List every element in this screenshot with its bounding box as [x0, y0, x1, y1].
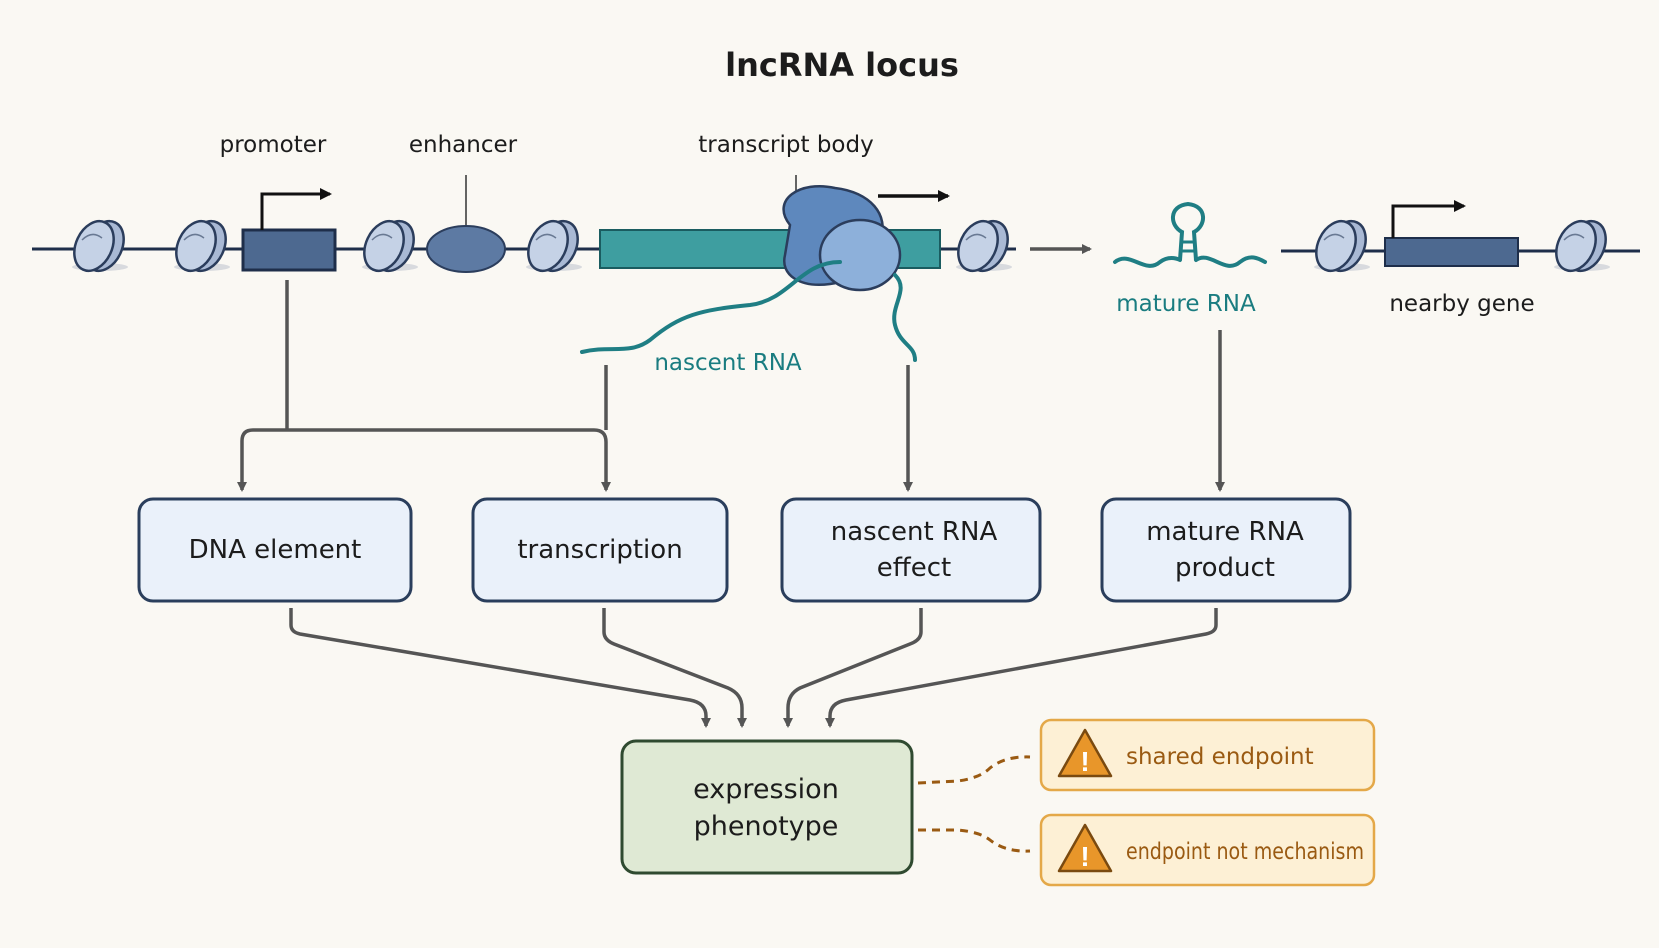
enhancer-element [426, 225, 506, 273]
svg-text:!: ! [1080, 841, 1089, 872]
nucleosome [65, 213, 133, 279]
promoter-label: promoter [220, 132, 327, 158]
warning-icon: ! [1057, 823, 1113, 873]
mature-rna-label: mature RNA [1116, 291, 1256, 317]
mature-rna-product-box: mature RNA product [1100, 497, 1352, 603]
nucleosome [949, 213, 1017, 279]
nascent-rna-effect-label-line2: effect [877, 553, 951, 583]
enhancer-label: enhancer [409, 132, 518, 158]
dna-element-box: DNA element [137, 497, 413, 603]
warning-callout-endpoint-not-mechanism: ! endpoint not mechanism [1039, 813, 1376, 887]
transcription-label: transcription [517, 535, 682, 565]
nucleosome [1547, 213, 1615, 279]
warning-text: endpoint not mechanism [1126, 839, 1364, 865]
transcript-body-label: transcript body [698, 132, 873, 158]
mature-rna-hairpin [1113, 201, 1267, 268]
nucleosome [519, 213, 587, 279]
transcription-box: transcription [471, 497, 729, 603]
phenotype-label-line1: expression [693, 774, 839, 805]
warning-icon: ! [1057, 728, 1113, 778]
promoter-box [241, 228, 337, 272]
warning-callout-shared-endpoint: ! shared endpoint [1039, 718, 1376, 792]
nascent-rna-effect-box: nascent RNA effect [780, 497, 1042, 603]
dna-element-label: DNA element [189, 535, 362, 565]
expression-phenotype-box: expression phenotype [620, 739, 914, 875]
diagram-title: lncRNA locus [725, 46, 959, 84]
nearby-gene-tss-arrow [1391, 200, 1466, 238]
mechanism-connectors [237, 280, 1225, 492]
phenotype-label-line2: phenotype [694, 811, 839, 842]
mature-rna-product-label-line1: mature RNA [1146, 517, 1304, 547]
warning-connector [917, 755, 1031, 785]
nucleosome [167, 213, 235, 279]
nucleosome [355, 213, 423, 279]
rna-polymerase [782, 185, 902, 292]
warning-text: shared endpoint [1126, 744, 1314, 770]
phenotype-connectors [289, 608, 1218, 728]
nearby-gene-box [1384, 237, 1519, 267]
nascent-rna-strand [892, 273, 917, 362]
promoter-tss-arrow [260, 188, 332, 230]
nearby-gene-label: nearby gene [1389, 291, 1534, 317]
nascent-rna-label: nascent RNA [654, 350, 802, 376]
nascent-rna-effect-label-line1: nascent RNA [831, 517, 998, 547]
nucleosome [1307, 213, 1375, 279]
warning-connector [918, 828, 1031, 853]
mature-rna-product-label-line2: product [1175, 553, 1275, 583]
nascent-rna-strand [580, 260, 842, 354]
svg-text:!: ! [1080, 746, 1089, 777]
